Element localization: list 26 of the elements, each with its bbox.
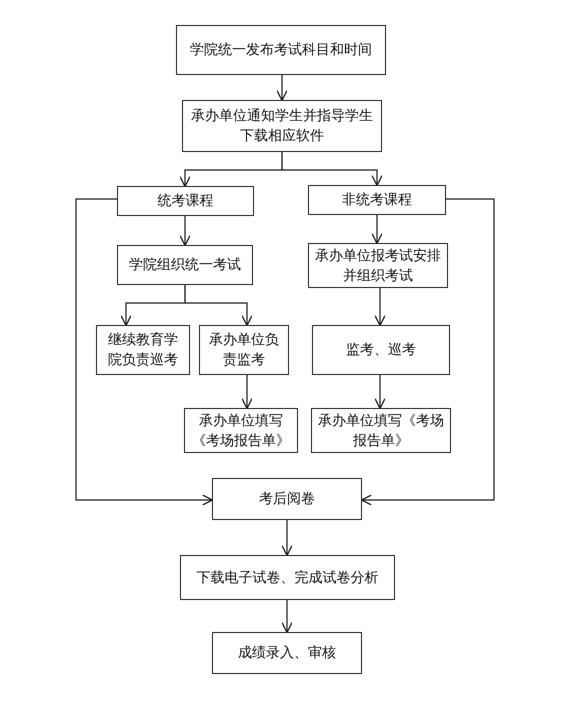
arrow bbox=[374, 288, 386, 326]
arrow bbox=[374, 375, 386, 410]
arrow bbox=[184, 285, 253, 326]
arrow bbox=[281, 152, 383, 186]
arrow bbox=[179, 216, 191, 246]
process-box: 承办单位负责监考 bbox=[199, 325, 289, 375]
process-box: 承办单位填写《考场报告单》 bbox=[311, 408, 451, 453]
process-box: 承办单位通知学生并指导学生下载相应软件 bbox=[182, 100, 382, 152]
process-box: 考后阅卷 bbox=[212, 478, 362, 520]
process-box: 监考、巡考 bbox=[312, 325, 450, 375]
arrow bbox=[281, 600, 293, 634]
arrow bbox=[360, 198, 495, 506]
process-box: 承办单位填写《考场报告单》 bbox=[184, 408, 298, 453]
process-box: 学院统一发布考试科目和时间 bbox=[176, 25, 386, 75]
arrow bbox=[281, 520, 293, 556]
process-box: 学院组织统一考试 bbox=[117, 245, 253, 285]
process-box: 成绩录入、审核 bbox=[212, 632, 362, 674]
process-box: 非统考课程 bbox=[308, 185, 446, 215]
arrow bbox=[276, 75, 288, 102]
arrow bbox=[241, 375, 253, 410]
process-box: 下载电子试卷、完成试卷分析 bbox=[180, 555, 395, 600]
arrow bbox=[75, 198, 214, 506]
process-box: 承办单位报考试安排并组织考试 bbox=[308, 243, 448, 288]
process-box: 统考课程 bbox=[117, 186, 254, 216]
process-box: 继续教育学院负责巡考 bbox=[96, 325, 190, 375]
arrow bbox=[371, 215, 383, 244]
